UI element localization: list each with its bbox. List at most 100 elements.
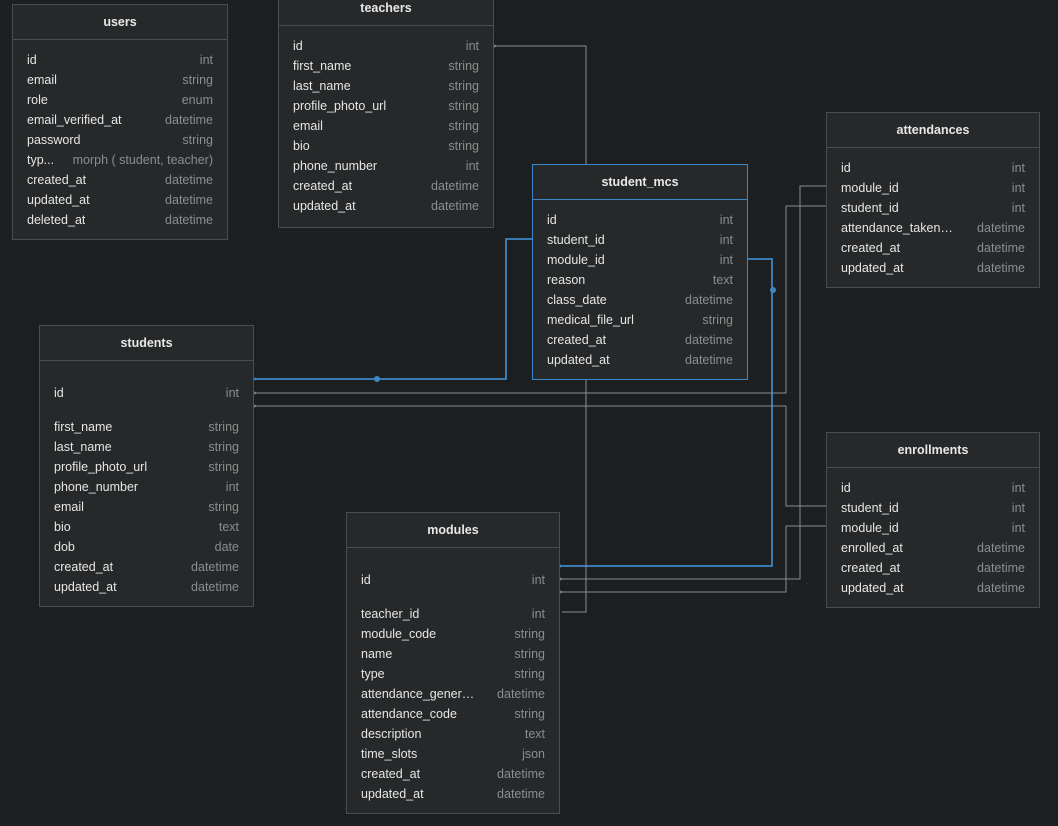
- field-type: datetime: [165, 173, 213, 187]
- field-name: created_at: [361, 767, 421, 781]
- field-type: datetime: [431, 179, 479, 193]
- field-type: datetime: [497, 687, 545, 701]
- field-type: datetime: [431, 199, 479, 213]
- field-type: int: [719, 213, 733, 227]
- field-type: string: [182, 73, 213, 87]
- field-row[interactable]: attendance_generat...datetime: [361, 684, 545, 704]
- field-name: attendance_taken_at: [841, 221, 956, 235]
- table-title: modules: [347, 513, 559, 548]
- field-name: email: [54, 500, 84, 514]
- field-name: created_at: [841, 561, 901, 575]
- field-type: int: [465, 159, 479, 173]
- field-name: id: [54, 386, 64, 400]
- field-row[interactable]: typ...morph ( student, teacher): [27, 150, 213, 170]
- table-title: student_mcs: [533, 165, 747, 200]
- field-type: datetime: [497, 787, 545, 801]
- field-name: email: [293, 119, 323, 133]
- edge-enrollment-student: [256, 406, 826, 507]
- field-name: email: [27, 73, 57, 87]
- field-name: updated_at: [547, 353, 610, 367]
- field-row[interactable]: updated_at datetime: [27, 190, 213, 210]
- field-type: string: [702, 313, 733, 327]
- field-type: int: [719, 253, 733, 267]
- field-name: password: [27, 133, 81, 147]
- field-type: datetime: [977, 261, 1025, 275]
- field-name: created_at: [841, 241, 901, 255]
- field-name: updated_at: [27, 193, 90, 207]
- field-type: int: [719, 233, 733, 247]
- table-title: attendances: [827, 113, 1039, 148]
- field-type: string: [182, 133, 213, 147]
- field-type: int: [1011, 161, 1025, 175]
- field-row[interactable]: email string: [27, 70, 213, 90]
- field-row[interactable]: password string: [27, 130, 213, 150]
- field-type: text: [524, 727, 545, 741]
- field-type: int: [531, 607, 545, 621]
- field-name: name: [361, 647, 393, 661]
- field-type: datetime: [165, 193, 213, 207]
- edge-student-mcs-student: [256, 238, 532, 379]
